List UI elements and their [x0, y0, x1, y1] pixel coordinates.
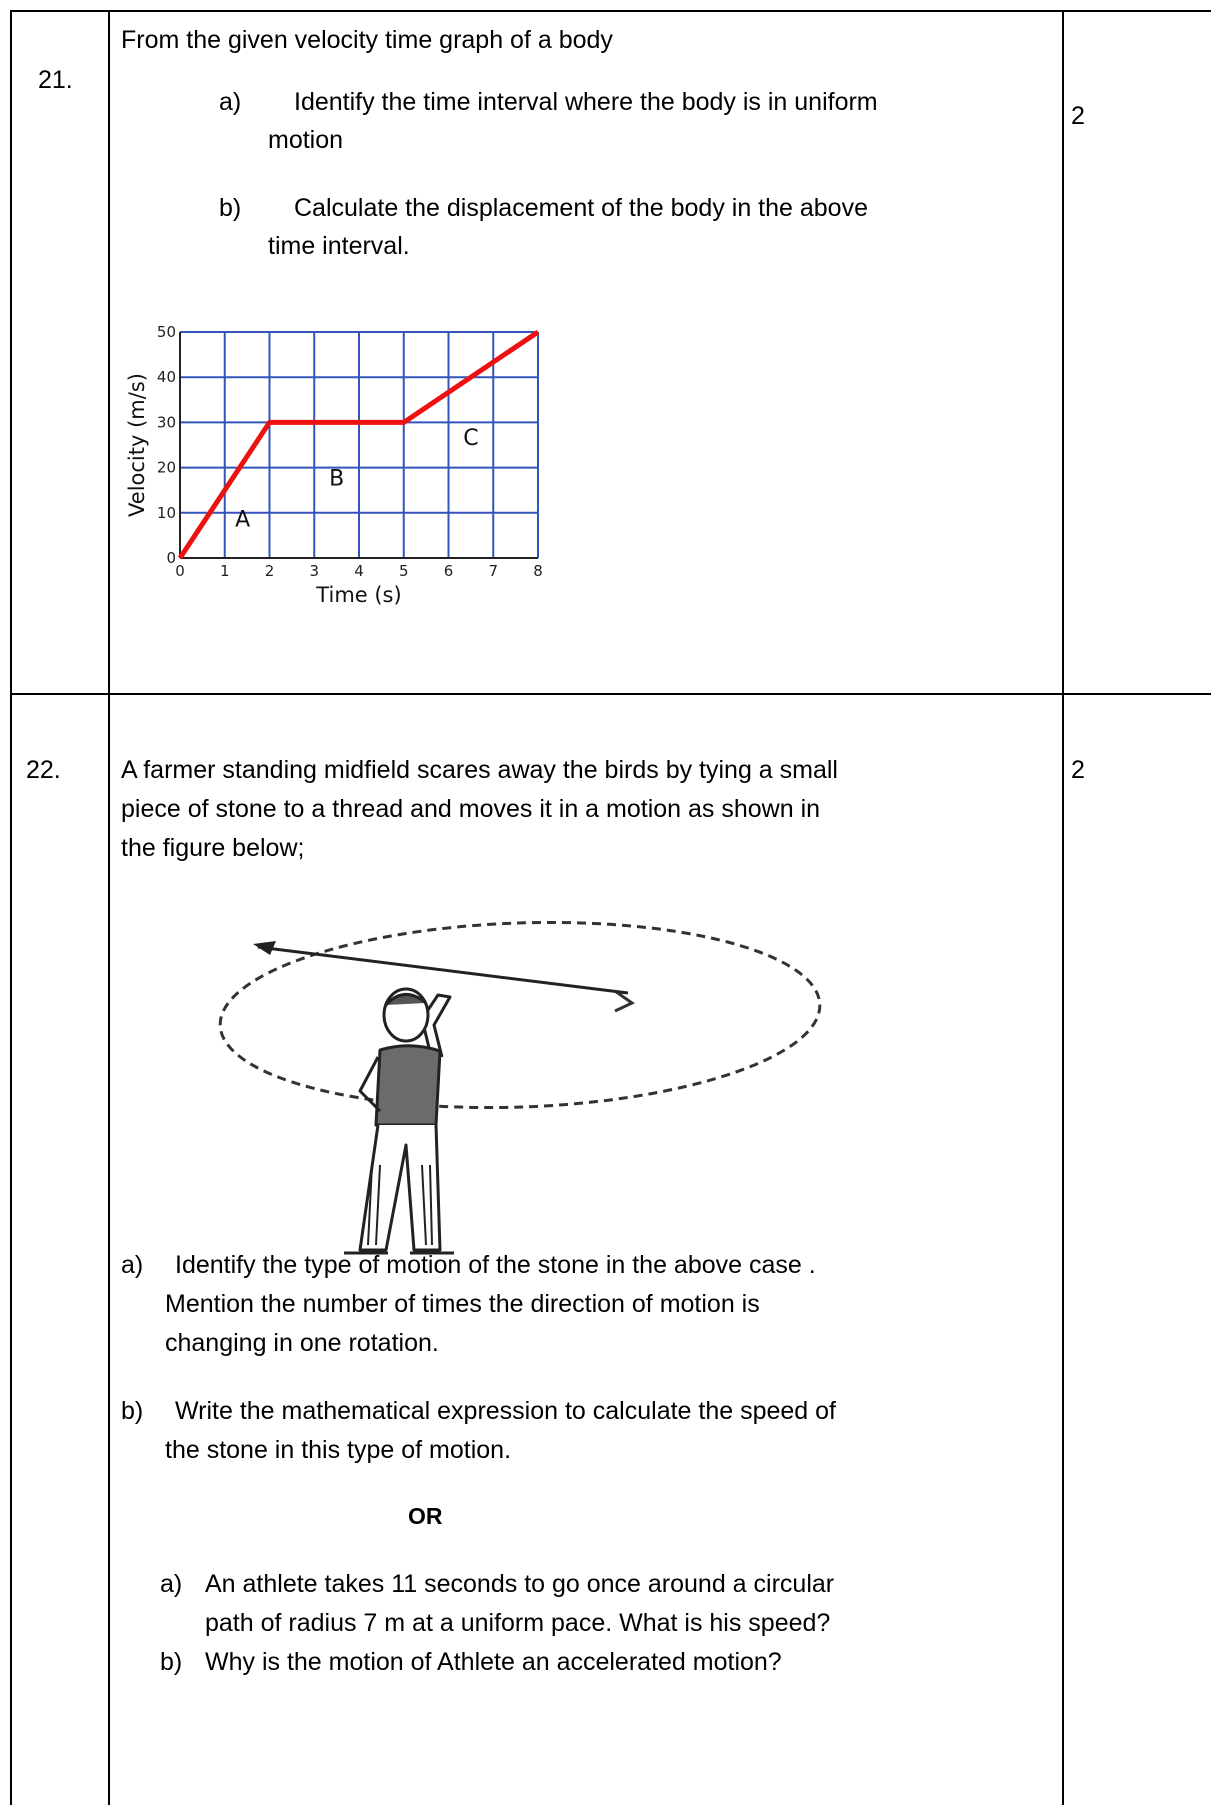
question-22-part-a-label: a) [121, 1251, 144, 1279]
question-21-part-a-label: a) [219, 88, 242, 116]
question-number-21: 21. [38, 66, 73, 94]
y-tick-label: 10 [157, 504, 176, 522]
question-22-part-a-line1: Identify the type of motion of the stone… [175, 1251, 816, 1279]
x-tick-label: 2 [265, 562, 275, 580]
question-22-stem-line1: A farmer standing midfield scares away t… [121, 756, 838, 784]
x-tick-label: 5 [399, 562, 409, 580]
y-tick-label: 0 [166, 549, 176, 567]
farmer-swinging-stone-illustration [218, 920, 822, 1255]
x-tick-label: 3 [309, 562, 319, 580]
y-tick-label: 20 [157, 459, 176, 477]
question-22-part-a-line3: changing in one rotation. [165, 1329, 439, 1357]
table-row-divider [10, 693, 1211, 695]
question-21-part-b-line1: Calculate the displacement of the body i… [294, 194, 868, 222]
thread [257, 945, 629, 995]
direction-arrow-icon [614, 989, 635, 1013]
table-border-left [10, 10, 12, 1805]
velocity-time-chart: 0 1 2 3 4 5 6 7 8 0 10 20 30 40 50A B C Time (s) Velocity … [125, 323, 543, 607]
x-tick-label: 6 [444, 562, 454, 580]
x-axis-label: Time (s) [315, 583, 401, 607]
question-22-marks: 2 [1071, 756, 1085, 784]
x-tick-label: 1 [220, 562, 230, 580]
question-number-22: 22. [26, 756, 61, 784]
table-border-col2 [1062, 10, 1064, 1805]
question-21-part-b-line2: time interval. [268, 232, 410, 260]
table-border-top [10, 10, 1211, 12]
question-22-alt-b-label: b) [160, 1648, 183, 1676]
table-border-col1 [108, 10, 110, 1805]
region-label-c: C [463, 426, 478, 451]
question-21-marks: 2 [1071, 102, 1085, 130]
question-22-part-b-line2: the stone in this type of motion. [165, 1436, 512, 1464]
x-tick-label: 4 [354, 562, 364, 580]
y-tick-label: 50 [157, 323, 176, 341]
question-22-alt-a-line1: An athlete takes 11 seconds to go once a… [205, 1570, 835, 1598]
question-21-part-a-line1: Identify the time interval where the bod… [294, 88, 878, 116]
question-21-part-b-label: b) [219, 194, 242, 222]
region-label-b: B [329, 467, 344, 492]
velocity-series-line [177, 329, 540, 560]
question-22-stem-line2: piece of stone to a thread and moves it … [121, 795, 821, 823]
question-22-alt-a-line2: path of radius 7 m at a uniform pace. Wh… [205, 1609, 831, 1637]
question-22-part-b-line1: Write the mathematical expression to cal… [175, 1397, 836, 1425]
y-tick-label: 40 [157, 368, 176, 386]
y-tick-label: 30 [157, 413, 176, 431]
question-22-part-b-label: b) [121, 1397, 144, 1425]
circular-path-ellipse [218, 920, 822, 1110]
question-22-stem-line3: the figure below; [121, 834, 305, 862]
or-separator: OR [408, 1503, 443, 1529]
y-axis-label: Velocity (m/s) [125, 373, 149, 517]
x-tick-label: 8 [533, 562, 543, 580]
x-tick-label: 0 [175, 562, 185, 580]
question-21-part-a-line2: motion [268, 126, 344, 154]
question-table: 21. From the given velocity time graph o… [10, 10, 1211, 1805]
farmer-figure [344, 987, 454, 1255]
region-label-a: A [235, 507, 250, 532]
question-22-alt-a-label: a) [160, 1570, 183, 1598]
question-22-part-a-line2: Mention the number of times the directio… [165, 1290, 760, 1318]
question-21-stem: From the given velocity time graph of a … [121, 26, 613, 54]
question-22-alt-b-line1: Why is the motion of Athlete an accelera… [205, 1648, 782, 1676]
x-tick-label: 7 [488, 562, 498, 580]
